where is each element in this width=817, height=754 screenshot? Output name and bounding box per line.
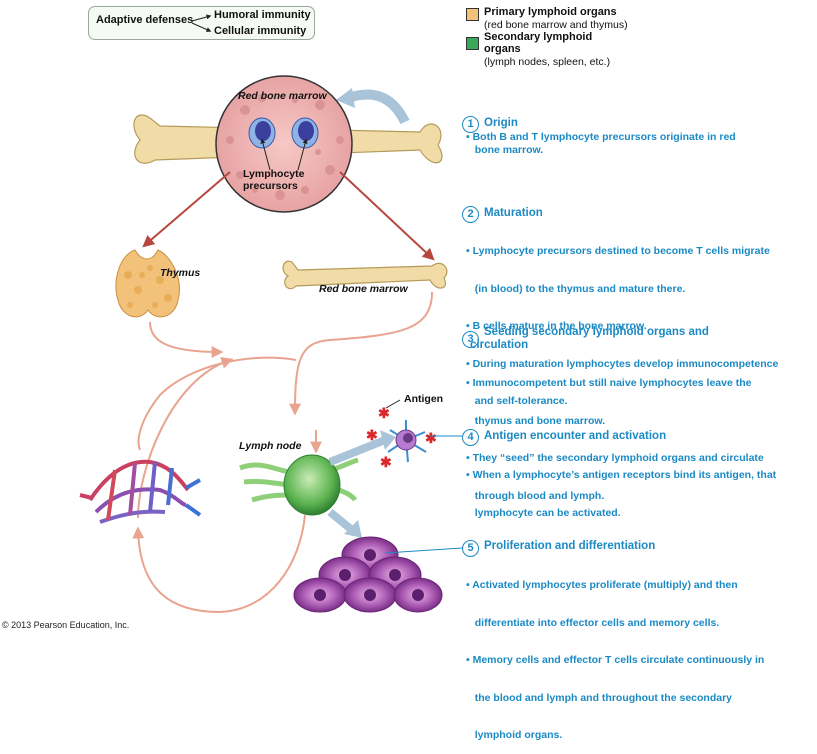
legend-primary-title: Primary lymphoid organs bbox=[484, 6, 617, 18]
svg-text:✱: ✱ bbox=[378, 405, 390, 421]
precursor-cell-left bbox=[248, 117, 276, 149]
copyright-footer: © 2013 Pearson Education, Inc. bbox=[2, 620, 130, 630]
activated-lymphocyte bbox=[387, 420, 427, 463]
step-4-line: lymphocyte can be activated. bbox=[466, 506, 621, 519]
step-2-line: (in blood) to the thymus and mature ther… bbox=[466, 282, 686, 295]
adaptive-defenses-box bbox=[88, 6, 315, 40]
step-5-line: the blood and lymph and throughout the s… bbox=[466, 691, 733, 704]
legend-secondary-title-2: organs bbox=[484, 43, 521, 55]
antigen-label: Antigen bbox=[404, 393, 444, 405]
svg-text:✱: ✱ bbox=[380, 454, 392, 470]
step-4-line: • When a lymphocyte’s antigen receptors … bbox=[466, 469, 777, 481]
step-2-line: and self-tolerance. bbox=[466, 395, 568, 407]
humoral-immunity-label: Humoral immunity bbox=[214, 9, 311, 21]
arrow-to-humoral bbox=[191, 14, 212, 22]
red-bone-marrow-label-top: Red bone marrow bbox=[238, 90, 327, 102]
step-4-bullets: • When a lymphocyte’s antigen receptors … bbox=[466, 444, 776, 532]
legend-primary-sub: (red bone marrow and thymus) bbox=[484, 19, 628, 31]
step-2-bullets: • Lymphocyte precursors destined to beco… bbox=[466, 220, 778, 420]
step-2-line: • During maturation lymphocytes develop … bbox=[466, 357, 779, 370]
step-5-bullets: • Activated lymphocytes proliferate (mul… bbox=[466, 554, 764, 754]
lymph-node-label: Lymph node bbox=[239, 440, 302, 452]
step-5-title: Proliferation and differentiation bbox=[484, 540, 656, 552]
step-3-line: through blood and lymph. bbox=[466, 489, 605, 502]
secondary-organ-swatch bbox=[466, 37, 479, 50]
step-3-title-2: circulation bbox=[470, 339, 529, 351]
step-3-line: • Immunocompetent but still naive lympho… bbox=[466, 377, 752, 389]
primary-organ-swatch bbox=[466, 8, 479, 21]
lymphocyte-precursors-line-2: precursors bbox=[243, 180, 298, 192]
legend-secondary-sub: (lymph nodes, spleen, etc.) bbox=[484, 56, 611, 68]
step-1-line: • Both B and T lymphocyte precursors ori… bbox=[466, 131, 736, 143]
step-5-line: differentiate into effector cells and me… bbox=[466, 616, 720, 629]
step-3-title-1: Seeding secondary lymphoid organs and bbox=[484, 326, 709, 338]
cellular-immunity-label: Cellular immunity bbox=[214, 25, 307, 37]
step-2-line: • Lymphocyte precursors destined to beco… bbox=[466, 245, 770, 257]
svg-text:✱: ✱ bbox=[366, 427, 378, 443]
step-5-line: lymphoid organs. bbox=[466, 729, 563, 741]
step-1-line: bone marrow. bbox=[466, 143, 544, 156]
blue-curve-arrow bbox=[346, 89, 410, 125]
step-2-number: 2 bbox=[462, 206, 479, 223]
step-1-bullets: • Both B and T lymphocyte precursors ori… bbox=[466, 131, 736, 156]
proliferated-cells bbox=[293, 536, 443, 613]
step-1-title: Origin bbox=[484, 117, 518, 129]
capillary-network bbox=[79, 459, 202, 524]
step-5-number: 5 bbox=[462, 540, 479, 557]
antigen-molecules: ✱ ✱ ✱ ✱ bbox=[366, 405, 437, 470]
step-3-number: 3 bbox=[462, 331, 479, 348]
lymphocyte-precursors-line-1: Lymphocyte bbox=[243, 168, 305, 180]
step-3-bullets: • Immunocompetent but still naive lympho… bbox=[466, 352, 764, 515]
step-3-line: • They “seed” the secondary lymphoid org… bbox=[466, 452, 764, 464]
step-2-line: • B cells mature in the bone marrow. bbox=[466, 320, 647, 332]
step-3-line: thymus and bone marrow. bbox=[466, 414, 606, 427]
step-4-number: 4 bbox=[462, 429, 479, 446]
thymus-label: Thymus bbox=[160, 267, 201, 279]
lymphocyte-precursors-label: Lymphocyte precursors bbox=[243, 168, 304, 192]
svg-text:✱: ✱ bbox=[425, 430, 437, 446]
red-bone-marrow-label-right: Red bone marrow bbox=[319, 283, 408, 295]
arrow-to-cellular bbox=[191, 22, 212, 32]
legend-secondary-title-1: Secondary lymphoid bbox=[484, 31, 593, 43]
precursor-cell-right bbox=[291, 117, 319, 149]
step-1-number: 1 bbox=[462, 116, 479, 133]
step-5-line: • Memory cells and effector T cells circ… bbox=[466, 654, 765, 666]
lymph-node-organ bbox=[239, 454, 359, 516]
step-2-title: Maturation bbox=[484, 207, 543, 219]
thymus-organ bbox=[115, 249, 180, 318]
lymphocyte-diagram: ✱ ✱ ✱ ✱ bbox=[79, 14, 463, 614]
femur-bone-small bbox=[282, 260, 448, 290]
adaptive-defenses-label: Adaptive defenses bbox=[96, 14, 194, 26]
step-5-line: • Activated lymphocytes proliferate (mul… bbox=[466, 579, 738, 591]
step-4-title: Antigen encounter and activation bbox=[484, 430, 667, 442]
